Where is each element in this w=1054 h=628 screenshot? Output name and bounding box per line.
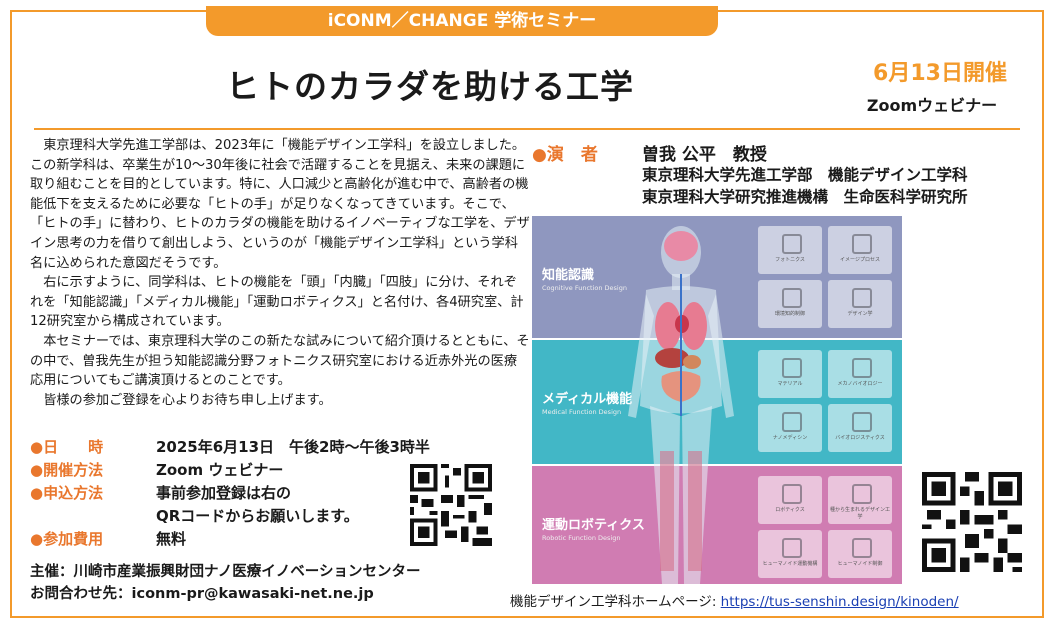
- intro-text: 東京理科大学先進工学部は、2023年に「機能デザイン工学科」を設立しました。この…: [30, 136, 530, 410]
- speaker-name: 曽我 公平 教授: [642, 145, 767, 165]
- lab-tile: イメージプロセス: [828, 226, 892, 274]
- lab-tile: バイオロジスティクス: [828, 404, 892, 452]
- panel-subtitle: Cognitive Function Design: [542, 284, 627, 292]
- detail-date: ●日 時 2025年6月13日 午後2時～午後3時半: [30, 436, 510, 459]
- detail-apply: ●申込方法 事前参加登録は右の QRコードからお願いします。: [30, 482, 510, 528]
- speaker-affiliation: 東京理科大学先進工学部 機能デザイン工学科: [642, 166, 968, 184]
- panel-robotics: 運動ロボティクス Robotic Function Design ロボティクス …: [532, 466, 902, 584]
- fee-label: ●参加費用: [30, 530, 104, 548]
- human-body-illustration: [628, 226, 734, 584]
- qr-code-icon: [922, 472, 1022, 572]
- date-value: 2025年6月13日 午後2時～午後3時半: [156, 438, 430, 456]
- intro-paragraph: 本セミナーでは、東京理科大学のこの新たな試みについて紹介頂けるとともに、その中で…: [30, 333, 530, 389]
- seminar-banner: iCONM／CHANGE 学術セミナー: [206, 6, 718, 36]
- lab-tile: マテリアル: [758, 350, 822, 398]
- date-label: ●日 時: [30, 438, 104, 456]
- format-badge: Zoomウェビナー: [866, 96, 998, 115]
- panel-title: 運動ロボティクス: [542, 518, 645, 533]
- homepage-qr-code[interactable]: [922, 472, 1022, 572]
- intro-paragraph: 右に示すように、同学科は、ヒトの機能を「頭」「内臓」「四肢」に分け、それぞれを「…: [30, 275, 524, 330]
- intro-paragraph: 皆様の参加ご登録を心よりお待ち申し上げます。: [43, 392, 332, 408]
- lab-tiles: フォトニクス イメージプロセス 環境知的制御 デザイン学: [758, 226, 894, 328]
- speaker-affiliation: 東京理科大学研究推進機構 生命医科学研究所: [642, 188, 968, 206]
- detail-fee: ●参加費用 無料: [30, 528, 510, 551]
- registration-qr-code[interactable]: [410, 464, 492, 546]
- panel-title: メディカル機能: [542, 392, 633, 407]
- lab-tile: ヒューマノイド運動機構: [758, 530, 822, 578]
- panel-subtitle: Medical Function Design: [542, 408, 622, 416]
- detail-method: ●開催方法 Zoom ウェビナー: [30, 459, 510, 482]
- method-value: Zoom ウェビナー: [156, 461, 284, 479]
- lab-tile: デザイン学: [828, 280, 892, 328]
- divider: [34, 128, 1020, 130]
- homepage-link[interactable]: https://tus-senshin.design/kinoden/: [720, 594, 959, 610]
- lab-tile: 環境知的制御: [758, 280, 822, 328]
- fee-value: 無料: [156, 530, 187, 548]
- lab-tile: ナノメディシン: [758, 404, 822, 452]
- lab-tile: フォトニクス: [758, 226, 822, 274]
- qr-code-icon: [410, 464, 492, 546]
- apply-value-line-2: QRコードからお願いします。: [156, 507, 359, 525]
- lab-tile: 種から生まれるデザイン工学: [828, 476, 892, 524]
- intro-paragraph: 東京理科大学先進工学部は、2023年に「機能デザイン工学科」を設立しました。この…: [30, 138, 530, 271]
- contact-email[interactable]: お問合わせ先：iconm-pr@kawasaki-net.ne.jp: [30, 586, 374, 602]
- event-details: ●日 時 2025年6月13日 午後2時～午後3時半 ●開催方法 Zoom ウェ…: [30, 436, 510, 551]
- method-label: ●開催方法: [30, 461, 104, 479]
- apply-label: ●申込方法: [30, 484, 104, 502]
- lab-tile: メカノバイオロジー: [828, 350, 892, 398]
- organizer: 主催：川崎市産業振興財団ナノ医療イノベーションセンター: [30, 564, 421, 580]
- homepage-line: 機能デザイン工学科ホームページ: https://tus-senshin.des…: [510, 590, 959, 610]
- page-title: ヒトのカラダを助ける工学: [226, 67, 634, 106]
- lab-tiles: マテリアル メカノバイオロジー ナノメディシン バイオロジスティクス: [758, 350, 894, 452]
- lab-tile: ヒューマノイド制御: [828, 530, 892, 578]
- apply-value-line-1: 事前参加登録は右の: [156, 484, 292, 502]
- panel-title: 知能認識: [542, 268, 595, 283]
- homepage-label: 機能デザイン工学科ホームページ:: [510, 594, 721, 610]
- apply-value: 事前参加登録は右の QRコードからお願いします。: [156, 482, 359, 528]
- speaker-label: ●演 者: [532, 145, 598, 165]
- date-badge: 6月13日開催: [873, 61, 1007, 86]
- panel-subtitle: Robotic Function Design: [542, 534, 621, 542]
- lab-tile: ロボティクス: [758, 476, 822, 524]
- lab-tiles: ロボティクス 種から生まれるデザイン工学 ヒューマノイド運動機構 ヒューマノイド…: [758, 476, 894, 578]
